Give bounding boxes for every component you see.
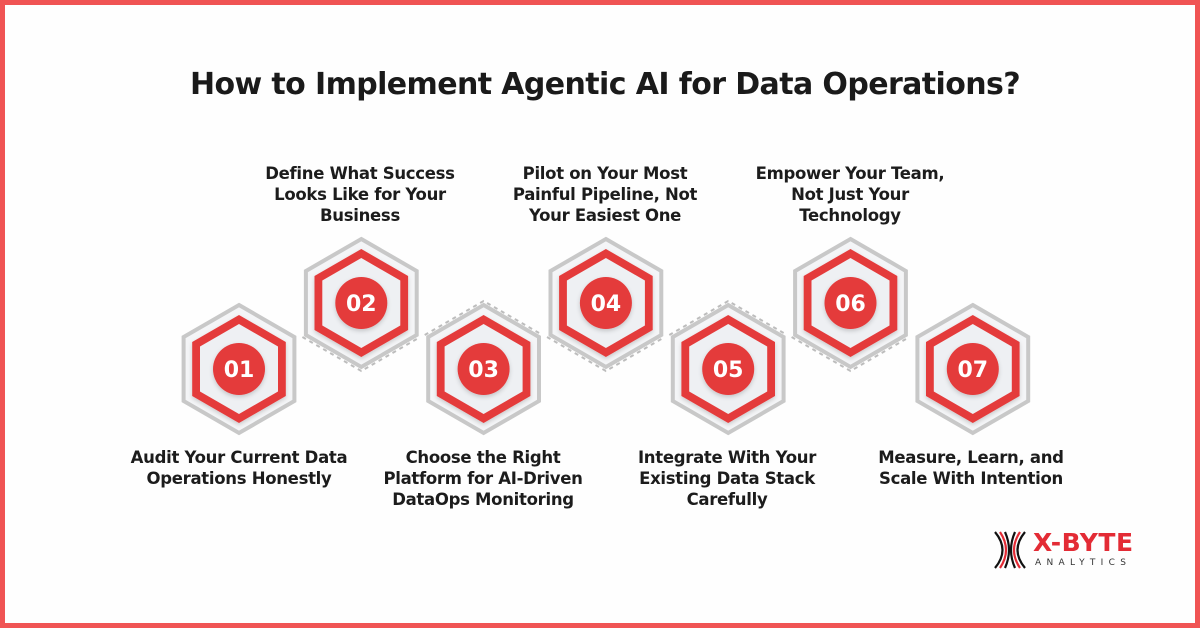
number-badge [946,343,999,395]
step-number: 07 [957,358,988,383]
number-badge [457,343,510,395]
number-badge [824,277,877,329]
logo-subtitle: ANALYTICS [1035,558,1132,568]
number-badge [579,277,632,329]
connector-dashed [546,336,666,373]
step-label-06: Empower Your Team, Not Just Your Technol… [755,164,945,225]
step-label-03: Choose the Right Platform for AI-Driven … [383,448,583,509]
connector-dashed [668,299,788,336]
step-hexagon-05: 05 [670,302,786,436]
step-hexagon-06: 06 [793,236,908,370]
step-label-01: Audit Your Current Data Operations Hones… [130,448,348,488]
step-number: 05 [713,358,744,383]
step-label-02: Define What Success Looks Like for Your … [265,164,455,225]
page-title: How to Implement Agentic AI for Data Ope… [189,67,1021,102]
connector-dashed [791,336,910,373]
number-badge [702,343,755,395]
step-number: 01 [224,358,255,383]
step-number: 04 [591,292,622,317]
step-hexagon-03: 03 [426,302,541,436]
step-label-07: Measure, Learn, and Scale With Intention [878,448,1064,488]
step-hexagon-02: 02 [303,236,419,370]
step-hexagon-04: 04 [548,236,664,370]
step-label-04: Pilot on Your Most Painful Pipeline, Not… [512,164,698,225]
xbyte-logo: X-BYTE ANALYTICS [993,528,1153,573]
connector-dashed [424,299,543,336]
step-diagram: 01 02 03 04 05 06 07 [181,236,1031,436]
xbyte-logo-icon [994,531,1026,569]
step-hexagon-01: 01 [181,302,297,436]
logo-name: X-BYTE [1033,528,1134,557]
number-badge [213,343,265,395]
step-number: 02 [346,292,377,317]
connector-dashed [301,336,421,373]
number-badge [335,277,388,329]
step-label-05: Integrate With Your Existing Data Stack … [637,448,817,509]
step-number: 06 [835,292,866,317]
step-hexagon-07: 07 [915,302,1031,436]
step-number: 03 [468,358,499,383]
